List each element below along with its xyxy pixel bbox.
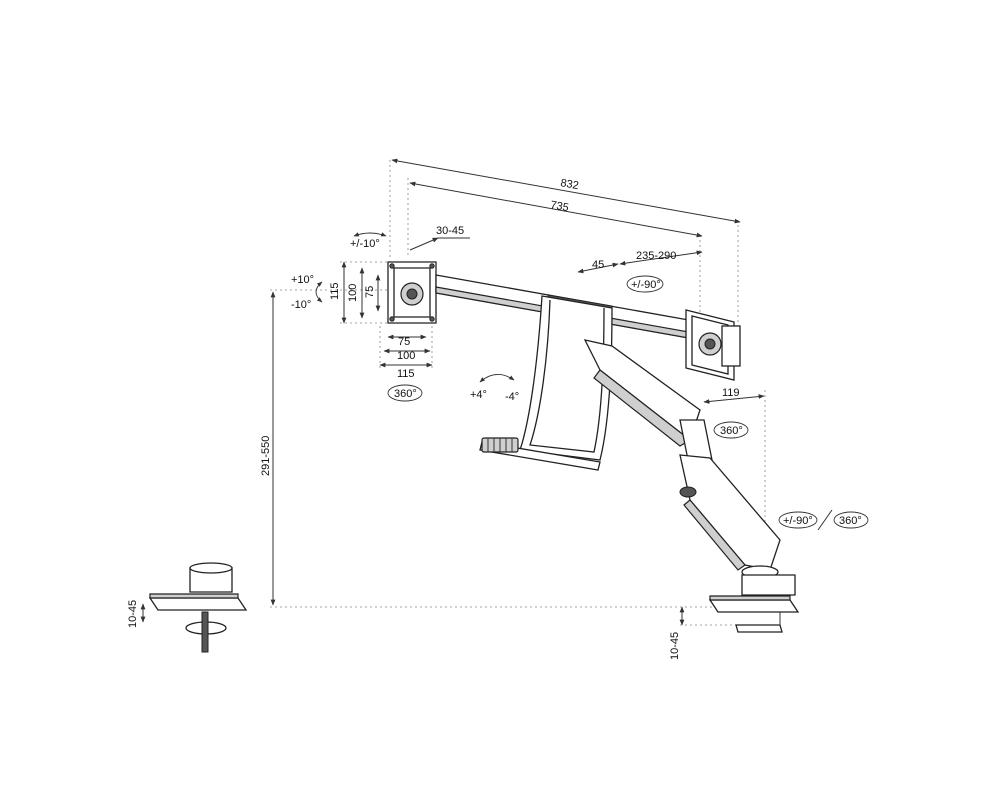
- left-vesa-plate: [387, 261, 437, 324]
- label-slide-range: 235-290: [636, 250, 676, 262]
- right-vesa-plate: [685, 309, 741, 381]
- left-grommet-base: [148, 562, 248, 653]
- label-base-rotation-full: 360°: [839, 515, 862, 527]
- label-vesa-w-100: 100: [397, 350, 415, 362]
- label-tilt-up: +4°: [470, 389, 487, 401]
- label-vesa-w-115: 115: [397, 368, 415, 380]
- dimension-labels: 832 735 +/-10° 30-45 +10° -10° 115 100 7…: [127, 177, 862, 660]
- label-desk-thickness-right: 10-45: [669, 632, 681, 660]
- label-swivel-down: -10°: [291, 299, 311, 311]
- handle: [479, 295, 613, 471]
- label-desk-thickness-left: 10-45: [127, 600, 139, 628]
- right-clamp: [708, 574, 800, 633]
- gas-spring-arm: [583, 339, 781, 579]
- dimension-lines: [140, 158, 765, 626]
- label-tilt-range: +/-10°: [350, 238, 380, 250]
- label-base-rotation-pm: +/-90°: [783, 515, 813, 527]
- rotation-arrows: [315, 232, 833, 531]
- label-tilt-down: -4°: [505, 391, 519, 403]
- label-height-range: 291-550: [260, 436, 272, 476]
- label-overall-width: 832: [559, 177, 579, 192]
- label-rotation-left: 360°: [394, 388, 417, 400]
- label-arm-rotation: 360°: [720, 425, 743, 437]
- label-vesa-h-115: 115: [329, 282, 341, 300]
- rotation-badges: [387, 275, 869, 529]
- label-rotation-right: +/-90°: [631, 279, 661, 291]
- handle-grip: [481, 437, 519, 453]
- label-vesa-h-100: 100: [347, 284, 359, 302]
- extension-lines: [270, 160, 766, 626]
- label-clamp-offset: 30-45: [436, 225, 464, 237]
- label-swivel-up: +10°: [291, 274, 314, 286]
- label-vesa-h-75: 75: [364, 286, 376, 298]
- label-bar-width: 735: [549, 199, 569, 214]
- label-arm-reach: 119: [722, 387, 740, 399]
- label-vesa-w-75: 75: [398, 336, 410, 348]
- label-slide-min: 45: [592, 259, 604, 271]
